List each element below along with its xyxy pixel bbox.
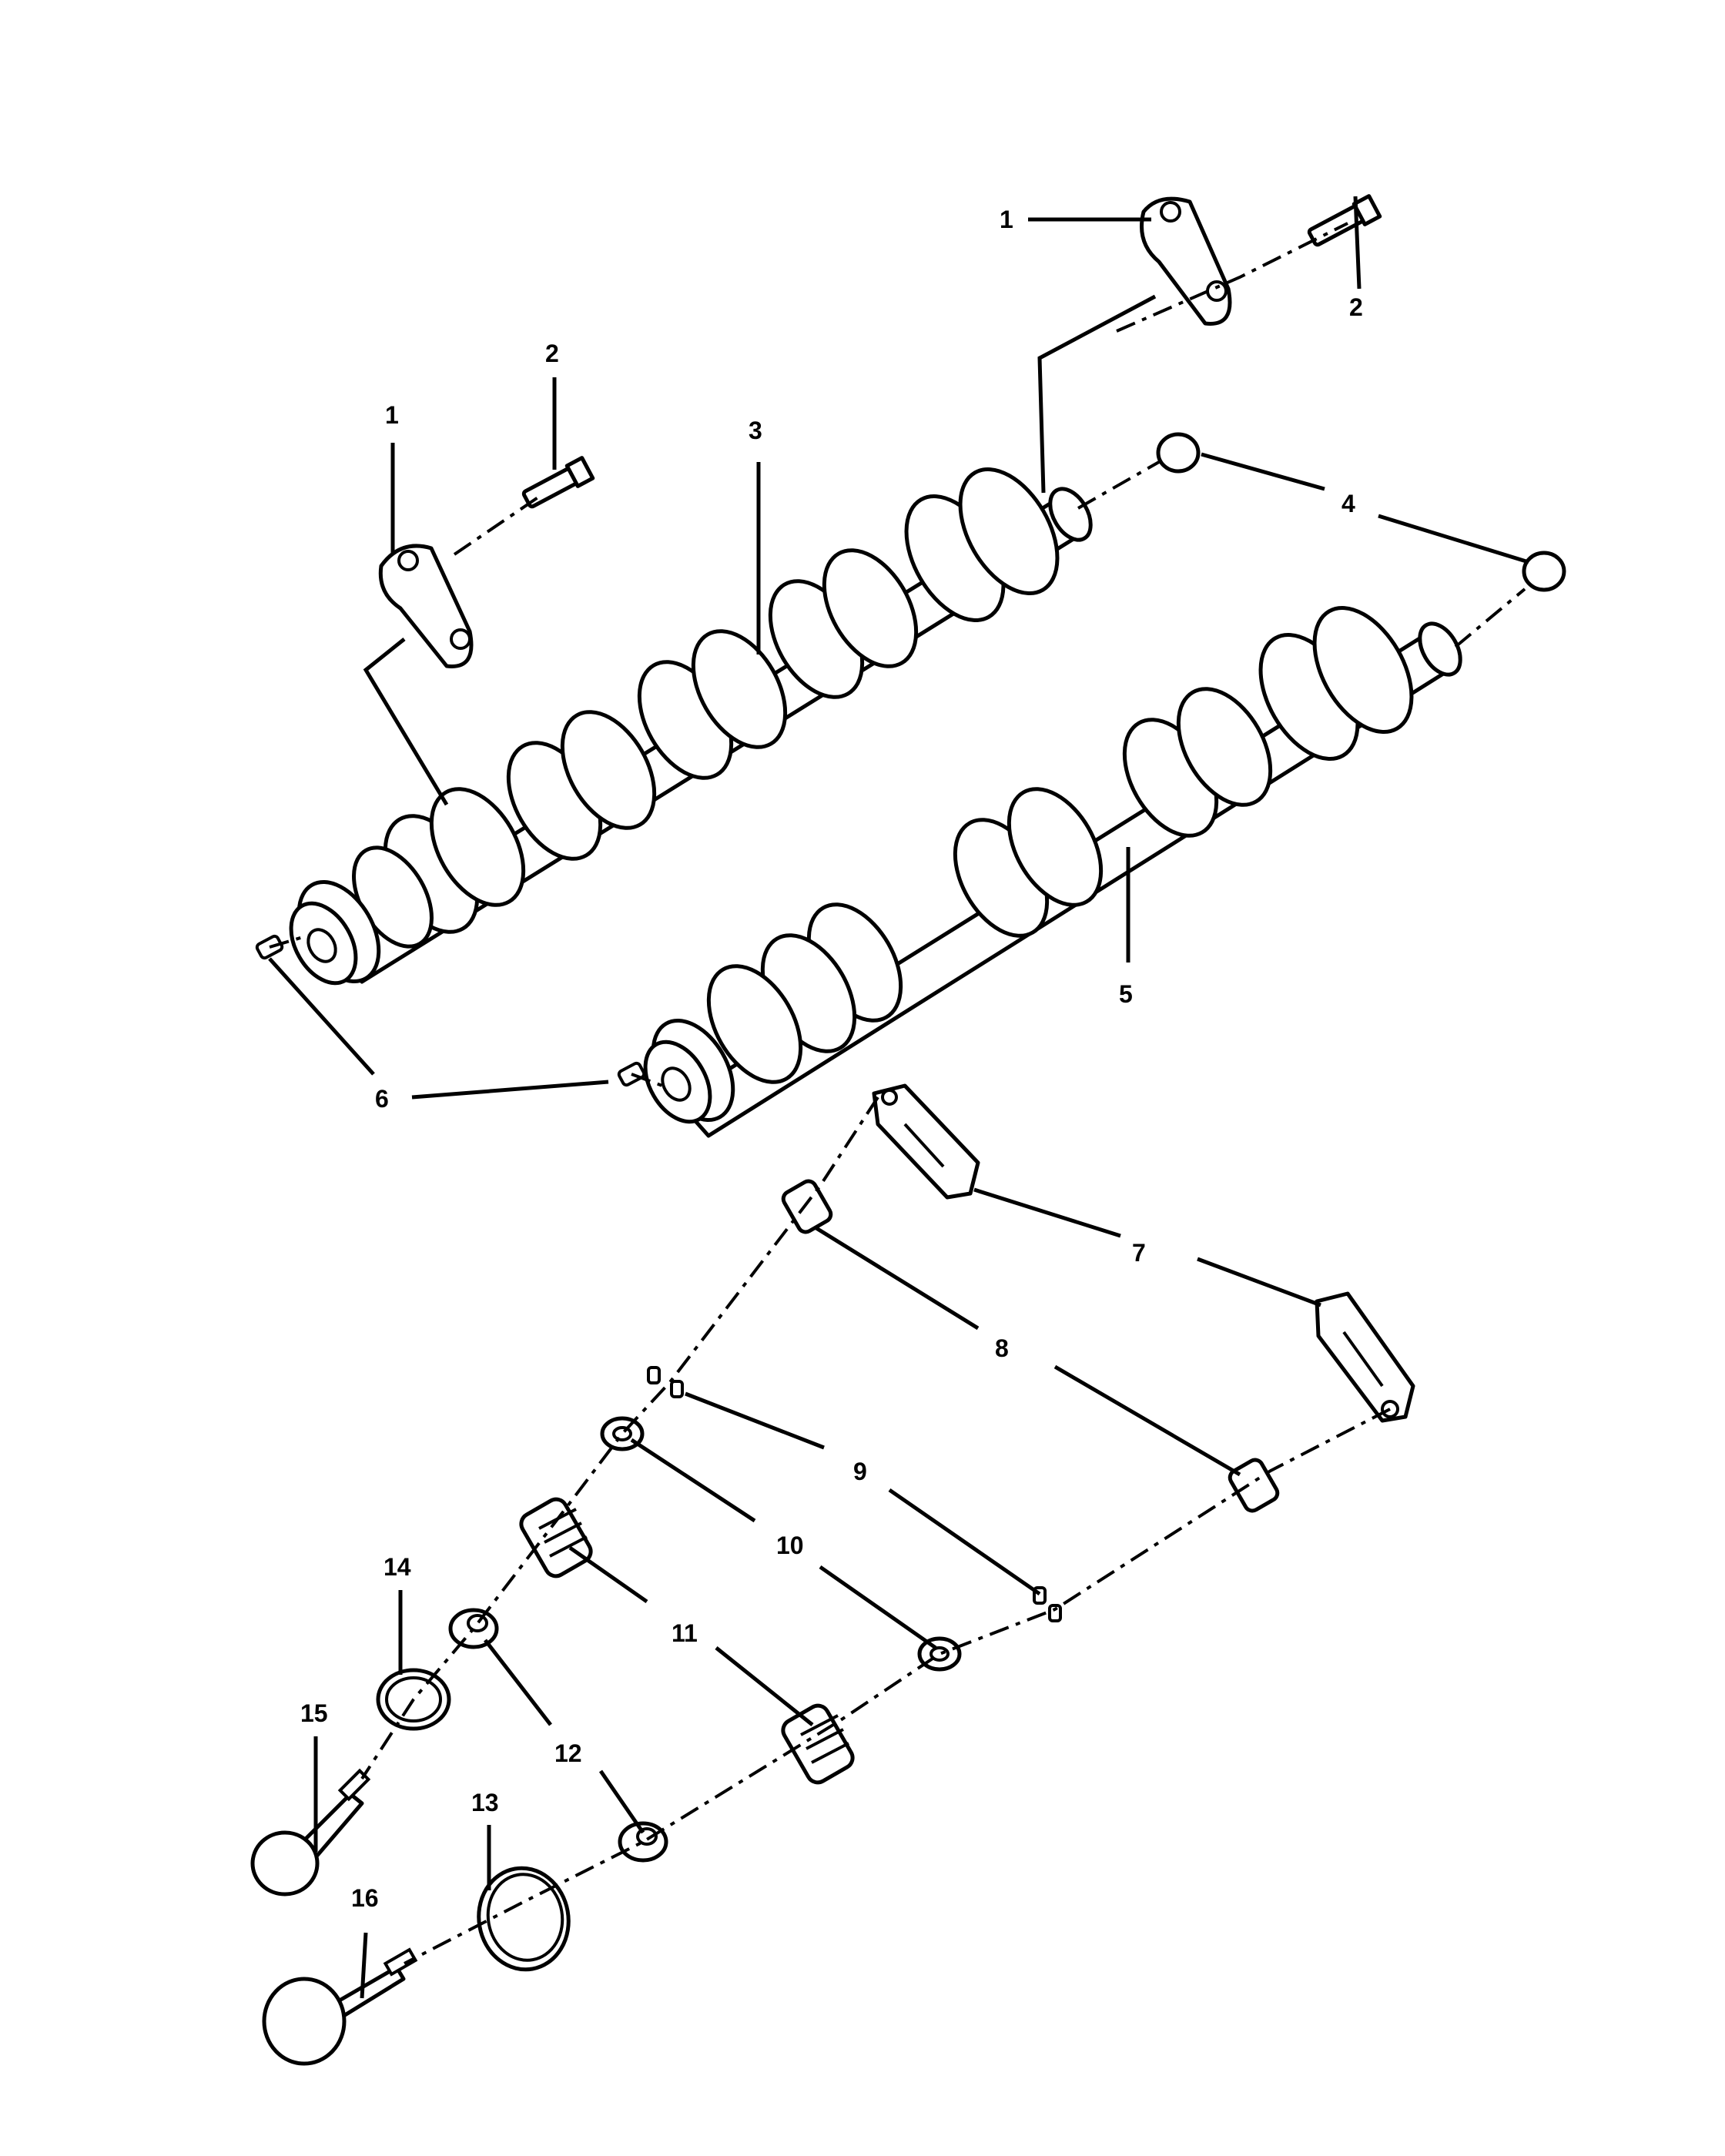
callout-10: 10: [776, 1532, 804, 1559]
bushing-upper: [1156, 432, 1201, 474]
bolt-left: [521, 456, 595, 509]
valve-spring-upper: [519, 1497, 593, 1578]
callout-3: 3: [749, 417, 762, 444]
callout-16: 16: [351, 1884, 379, 1912]
callout-11: 11: [672, 1619, 698, 1647]
valve-seal-upper: [448, 1608, 499, 1649]
rocker-arm-upper: [872, 1083, 980, 1200]
callout-2a: 2: [545, 340, 559, 367]
bearing-cap-left: [378, 544, 474, 668]
lash-adjuster-lower: [1228, 1458, 1280, 1513]
valve-spring-lower: [781, 1703, 855, 1785]
bolt-right: [1307, 194, 1382, 247]
camshaft-upper: [289, 467, 1093, 986]
callout-6: 6: [375, 1085, 389, 1113]
callout-1b: 1: [385, 401, 399, 429]
callout-2b: 2: [1349, 293, 1363, 321]
callout-5: 5: [1119, 980, 1133, 1008]
bearing-cap-right: [1140, 196, 1232, 326]
valve-seal-lower: [618, 1821, 668, 1863]
callout-4: 4: [1341, 490, 1355, 517]
camshaft-lower-lobes: [706, 605, 1414, 1084]
callout-labels: 1 1 2 2 3 4 5 6 7 8 9 10 11 12 13 14 15 …: [300, 206, 1363, 1912]
callout-12: 12: [554, 1739, 582, 1767]
valve-keepers-upper: [647, 1366, 684, 1398]
callout-9: 9: [853, 1458, 867, 1485]
callout-7: 7: [1132, 1239, 1146, 1267]
rocker-arm-lower: [1315, 1291, 1415, 1423]
bushing-lower: [1522, 551, 1566, 592]
callout-14: 14: [384, 1553, 411, 1581]
exhaust-valve: [262, 1947, 418, 2066]
intake-valve: [250, 1768, 371, 1897]
callout-15: 15: [300, 1699, 328, 1727]
valve-seat-insert-exhaust: [477, 1866, 571, 1972]
camshaft-upper-lobes: [352, 467, 1060, 949]
callout-1a: 1: [1000, 206, 1013, 233]
camshaft-lower: [643, 605, 1462, 1138]
callout-8: 8: [995, 1334, 1009, 1362]
spring-retainer-lower: [917, 1636, 962, 1672]
assembly-lines: [269, 222, 1526, 1965]
leader-lines: [268, 196, 1529, 1999]
lash-adjuster-upper: [781, 1179, 833, 1234]
callout-13: 13: [471, 1789, 499, 1816]
